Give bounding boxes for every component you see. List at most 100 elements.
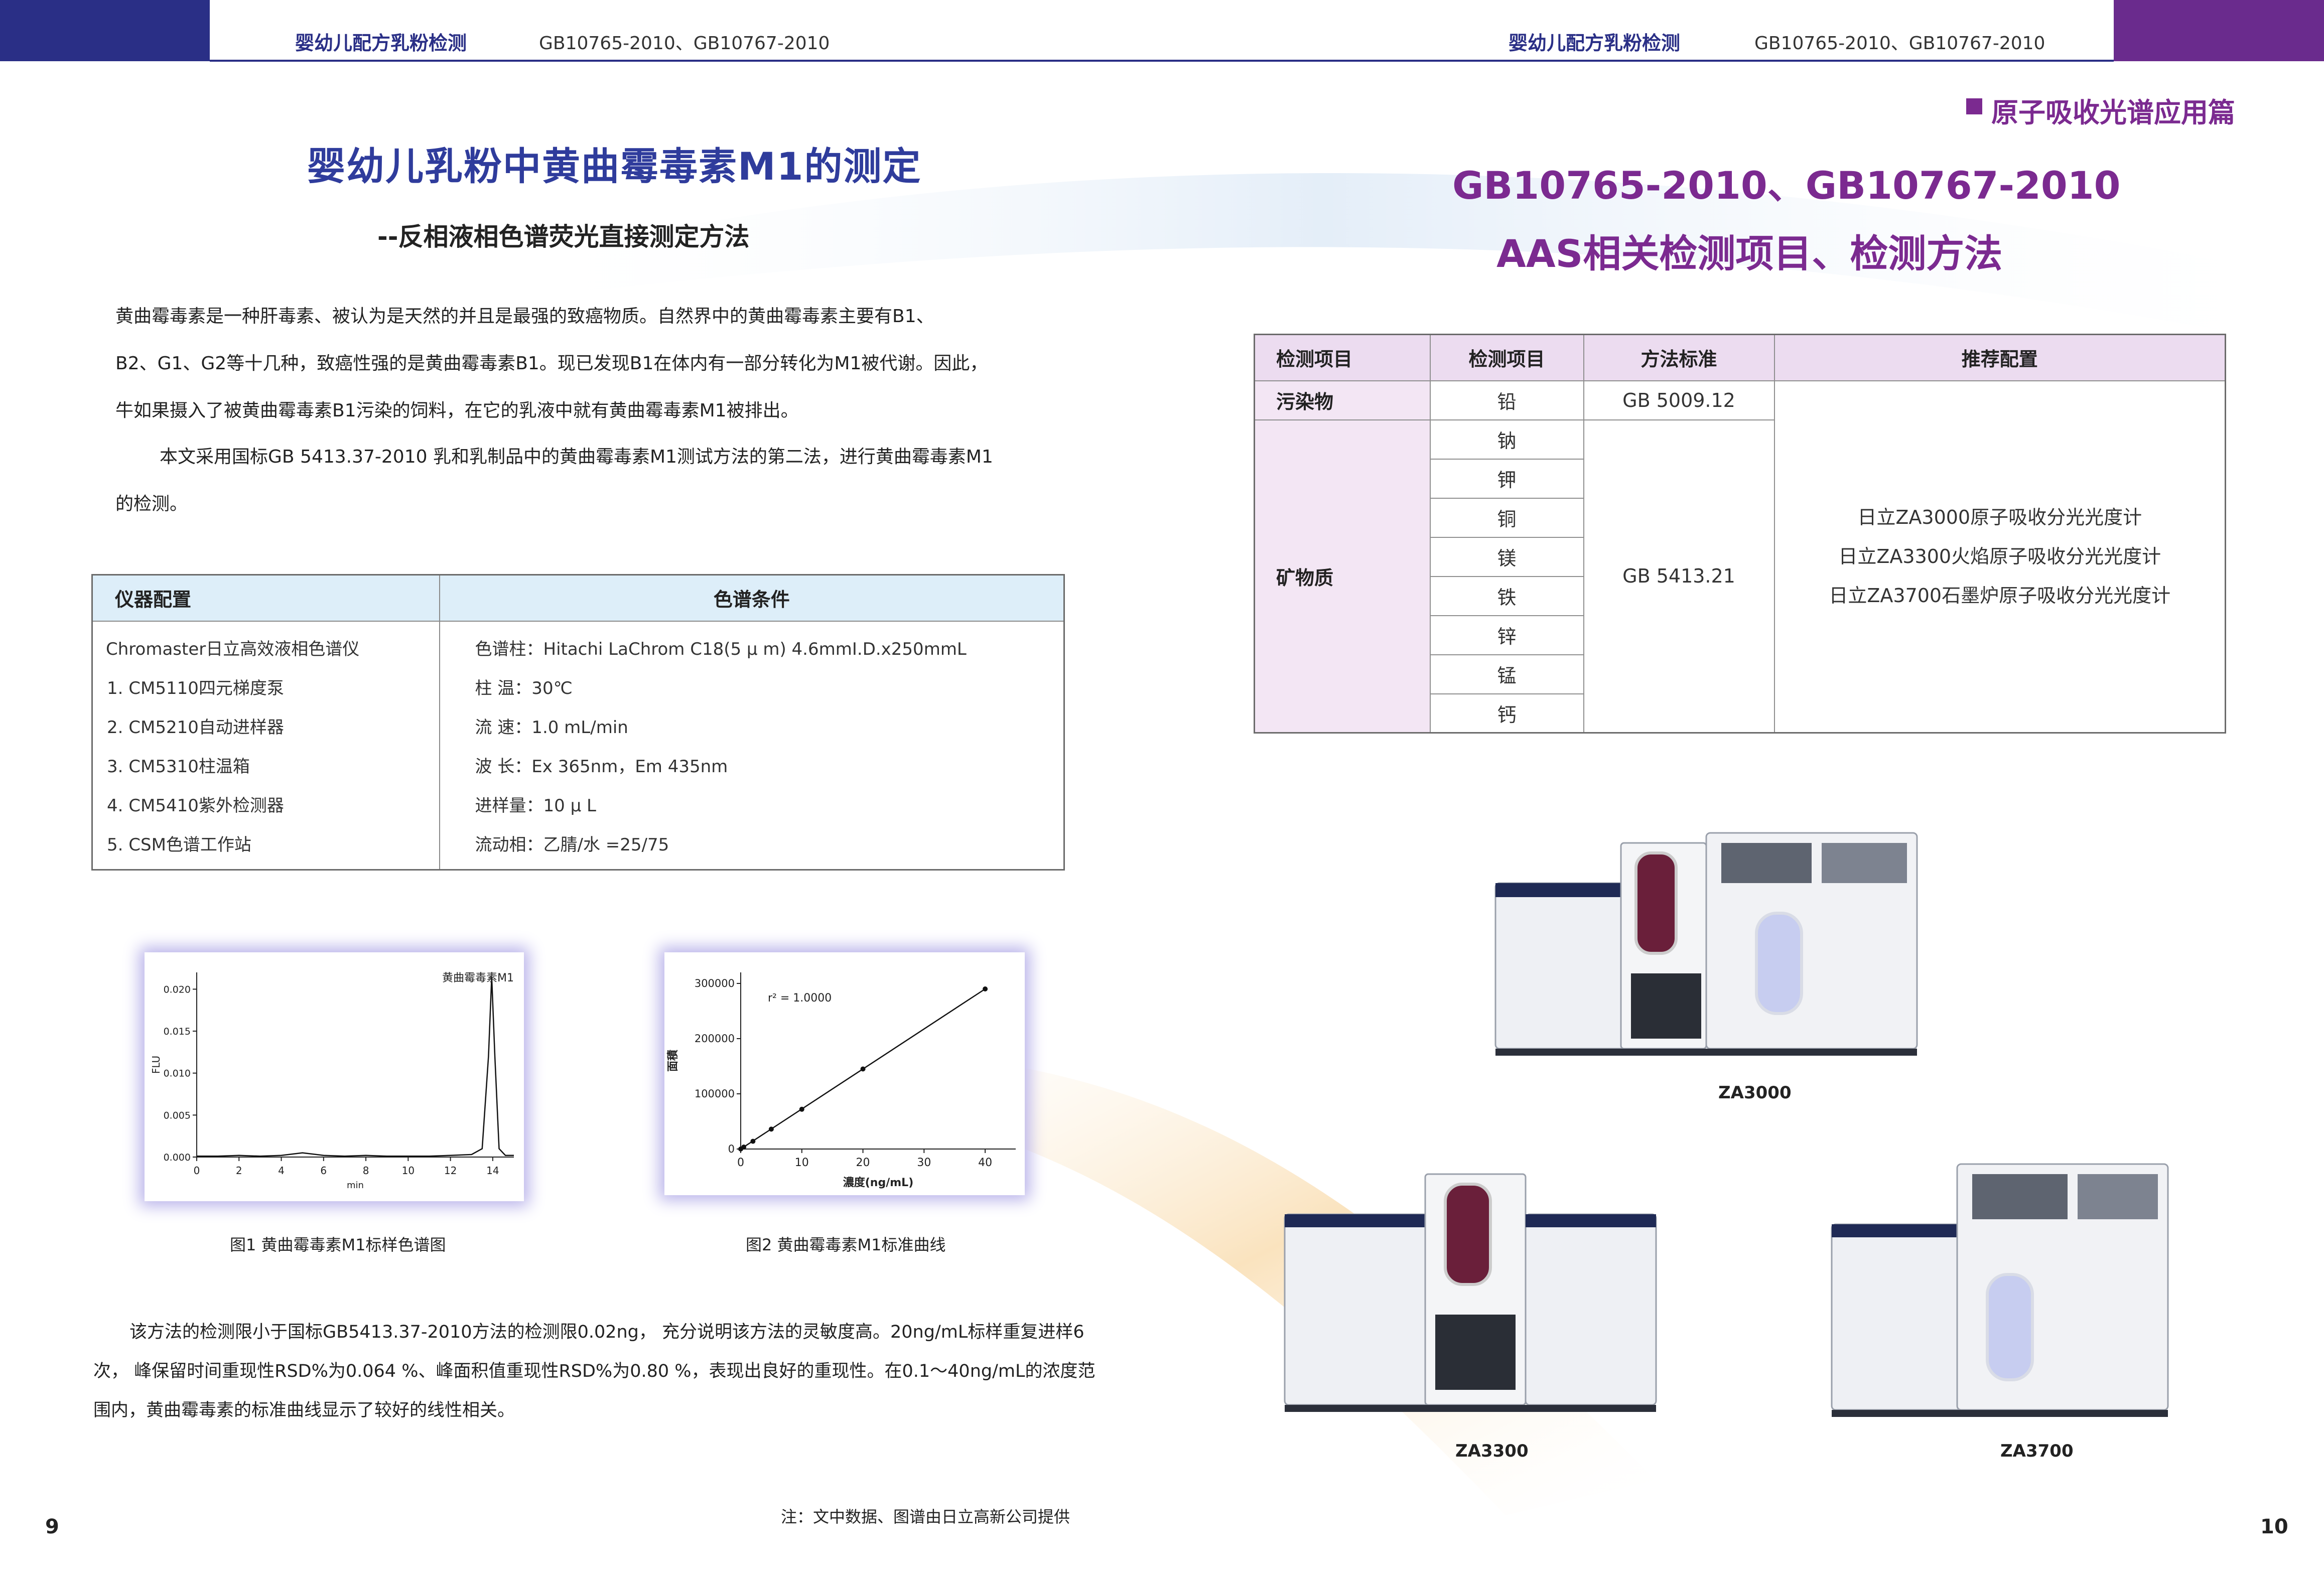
za3000-instrument-illustration [1494, 832, 1918, 1056]
instrument-line: Chromaster日立高效液相色谱仪 [106, 639, 360, 659]
condition-line: 流 速：1.0 mL/min [475, 717, 628, 738]
section-tag-square [1966, 98, 1982, 114]
y-tick-label: 0.005 [164, 1110, 191, 1121]
x-tick-label: 6 [320, 1165, 327, 1177]
recommended-instrument: 日立ZA3300火焰原子吸收分光光度计 [1838, 545, 2161, 568]
page-number-right: 10 [2260, 1515, 2288, 1538]
figure2-caption: 图2 黄曲霉毒素M1标准曲线 [746, 1235, 946, 1254]
x-tick-label: 2 [236, 1165, 242, 1177]
intro-paragraph-line: 的检测。 [115, 494, 188, 514]
instrument-label: ZA3000 [1718, 1083, 1792, 1103]
test-item: 铁 [1429, 576, 1584, 616]
chromatogram-frame: 0 2 4 6 8 10 12 14 0.000 0.005 0.010 0.015 0.020 黄曲霉毒… [145, 952, 524, 1201]
header-rule [210, 60, 2114, 62]
header-right-standard: GB10765-2010、GB10767-2010 [1754, 33, 2045, 54]
category-mineral: 矿物质 [1254, 419, 1431, 734]
intro-paragraph-line: 本文采用国标GB 5413.37-2010 乳和乳制品中的黄曲霉毒素M1测试方法… [160, 447, 993, 467]
y-tick-label: 0.020 [164, 984, 191, 995]
y-tick-label: 0.010 [164, 1068, 191, 1079]
x-tick-label: 14 [486, 1165, 499, 1177]
right-page-title-line2: AAS相关检测项目、检测方法 [1496, 231, 2003, 276]
za3300-instrument-illustration [1284, 1173, 1657, 1412]
instrument-line: 3. CM5310柱温箱 [107, 756, 250, 777]
category-pollutant: 污染物 [1254, 380, 1431, 420]
data-point [768, 1126, 774, 1132]
instrument-label: ZA3700 [2000, 1441, 2074, 1461]
intro-paragraph-line: 黄曲霉毒素是一种肝毒素、被认为是天然的并且是最强的致癌物质。自然界中的黄曲霉毒素… [115, 306, 934, 327]
x-tick-label: 0 [194, 1165, 200, 1177]
instrument-config-table: 仪器配置 色谱条件 Chromaster日立高效液相色谱仪 1. CM5110四… [91, 574, 1065, 871]
condition-line: 柱 温：30℃ [475, 678, 573, 698]
condition-line: 进样量：10 μ L [475, 795, 596, 816]
instrument-line: 2. CM5210自动进样器 [107, 717, 284, 738]
table-header: 仪器配置 [92, 575, 440, 622]
section-tag: 原子吸收光谱应用篇 [1991, 97, 2235, 128]
aas-test-table: 检测项目 检测项目 方法标准 推荐配置 污染物 铅 GB 5009.12 日立Z… [1254, 334, 2226, 734]
table-header: 方法标准 [1583, 334, 1775, 381]
instrument-line: 5. CSM色谱工作站 [107, 834, 251, 855]
condition-line: 色谱柱：Hitachi LaChrom C18(5 μ m) 4.6mmI.D.… [475, 639, 967, 659]
intro-paragraph-line: B2、G1、G2等十几种，致癌性强的是黄曲霉毒素B1。现已发现B1在体内有一部分… [115, 353, 988, 374]
conclusion-paragraph-line: 该方法的检测限小于国标GB5413.37-2010方法的检测限0.02ng， 充… [129, 1322, 1084, 1342]
instrument-label: ZA3300 [1455, 1441, 1529, 1461]
test-item: 锌 [1429, 615, 1584, 655]
left-page-subtitle: --反相液相色谱荧光直接测定方法 [377, 222, 750, 251]
x-tick-label: 8 [363, 1165, 369, 1177]
data-point [799, 1106, 804, 1112]
x-tick-label: 40 [978, 1157, 992, 1169]
instrument-line: 4. CM5410紫外检测器 [107, 795, 284, 816]
header-left-title: 婴幼儿配方乳粉检测 [295, 32, 467, 54]
y-tick-label: 200000 [695, 1033, 735, 1045]
instrument-list-cell: Chromaster日立高效液相色谱仪 1. CM5110四元梯度泵 2. CM… [92, 621, 440, 870]
x-tick-label: 10 [402, 1165, 415, 1177]
instrument-line: 1. CM5110四元梯度泵 [107, 678, 284, 698]
y-axis-label: 面積 [667, 1049, 679, 1072]
page-number-left: 9 [45, 1515, 59, 1538]
chromatogram-chart: 0 2 4 6 8 10 12 14 0.000 0.005 0.010 0.015 0.020 黄曲霉毒… [150, 972, 514, 1191]
y-tick-label: 0 [728, 1143, 735, 1155]
x-tick-label: 30 [917, 1157, 931, 1169]
condition-line: 波 长：Ex 365nm，Em 435nm [475, 756, 728, 777]
recommended-config-cell: 日立ZA3000原子吸收分光光度计 日立ZA3300火焰原子吸收分光光度计 日立… [1773, 380, 2226, 734]
header-right-block [2114, 0, 2324, 61]
test-item: 钠 [1429, 419, 1584, 460]
test-item: 钾 [1429, 458, 1584, 499]
test-item: 镁 [1429, 536, 1584, 577]
method-standard: GB 5413.21 [1583, 419, 1775, 734]
x-tick-label: 12 [444, 1165, 457, 1177]
conclusion-paragraph-line: 围内，黄曲霉毒素的标准曲线显示了较好的线性相关。 [93, 1400, 515, 1420]
table-header: 推荐配置 [1773, 334, 2226, 381]
x-tick-label: 10 [795, 1157, 809, 1169]
x-axis-label: 濃度(ng/mL) [843, 1176, 914, 1189]
annotation-r2: r² = 1.0000 [768, 992, 832, 1005]
data-point [860, 1066, 866, 1072]
table-header: 检测项目 [1254, 334, 1431, 381]
y-axis-label: FLU [150, 1056, 162, 1074]
conclusion-paragraph-line: 次， 峰保留时间重现性RSD%为0.064 %、峰面积值重现性RSD%为0.80… [93, 1361, 1096, 1381]
figure1-caption: 图1 黄曲霉毒素M1标样色谱图 [230, 1235, 446, 1254]
y-tick-label: 0.015 [164, 1026, 191, 1037]
table-header: 色谱条件 [439, 575, 1064, 622]
y-tick-label: 0.000 [164, 1152, 191, 1163]
data-source-note: 注：文中数据、图谱由日立高新公司提供 [781, 1507, 1070, 1526]
series-line [197, 976, 514, 1157]
condition-line: 流动相：乙腈/水 =25/75 [475, 834, 669, 855]
header-right-title: 婴幼儿配方乳粉检测 [1509, 32, 1681, 54]
test-item: 铜 [1429, 497, 1584, 538]
x-tick-label: 4 [278, 1165, 285, 1177]
x-axis-label: min [347, 1180, 364, 1191]
header-left-standard: GB10765-2010、GB10767-2010 [539, 33, 830, 54]
left-page-title: 婴幼儿乳粉中黄曲霉毒素M1的测定 [307, 144, 922, 189]
data-point [741, 1144, 747, 1150]
conditions-list-cell: 色谱柱：Hitachi LaChrom C18(5 μ m) 4.6mmI.D.… [440, 621, 1064, 870]
header-left-block [0, 0, 210, 61]
recommended-instrument: 日立ZA3700石墨炉原子吸收分光光度计 [1829, 585, 2171, 607]
right-page-title-line1: GB10765-2010、GB10767-2010 [1452, 163, 2121, 208]
table-header: 检测项目 [1429, 334, 1584, 381]
legend-label: 黄曲霉毒素M1 [442, 972, 514, 984]
test-item: 钙 [1429, 693, 1584, 734]
data-point [750, 1138, 756, 1144]
recommended-instrument: 日立ZA3000原子吸收分光光度计 [1857, 506, 2142, 529]
